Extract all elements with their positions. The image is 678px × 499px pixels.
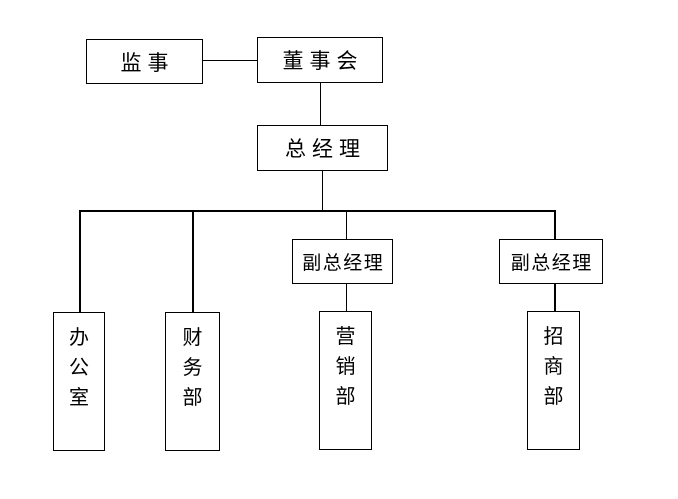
connector-branch-deputy-gm-1 — [345, 210, 347, 239]
connector-branch-deputy-gm-2 — [554, 210, 556, 239]
node-supervisor: 监事 — [86, 39, 203, 84]
node-finance-dept-label: 财务部 — [182, 327, 203, 409]
node-office: 办公室 — [53, 312, 105, 451]
node-deputy-gm-2: 副总经理 — [499, 239, 603, 284]
node-office-label: 办公室 — [69, 327, 89, 409]
connector-deputy2-investment — [554, 284, 556, 311]
node-deputy-gm-1-label: 副总经理 — [302, 253, 385, 274]
node-marketing-dept-label: 营销部 — [335, 326, 356, 408]
node-investment-dept-label: 招商部 — [543, 326, 564, 408]
connector-deputy1-marketing — [345, 284, 347, 311]
node-deputy-gm-2-label: 副总经理 — [510, 253, 593, 274]
node-general-manager-label: 总经理 — [285, 137, 366, 161]
connector-board-general-manager — [319, 83, 321, 125]
node-board-of-directors: 董事会 — [257, 37, 383, 83]
connector-branch-finance — [192, 210, 194, 312]
node-deputy-gm-1: 副总经理 — [292, 239, 393, 284]
node-finance-dept: 财务部 — [165, 312, 220, 451]
connector-branch-horizontal — [79, 210, 556, 212]
node-general-manager: 总经理 — [257, 125, 388, 171]
connector-general-manager-branch — [321, 171, 323, 210]
connector-branch-office — [79, 210, 81, 312]
connector-supervisor-board — [203, 59, 257, 61]
node-supervisor-label: 监事 — [120, 50, 175, 75]
node-board-label: 董事会 — [282, 49, 364, 73]
node-marketing-dept: 营销部 — [319, 311, 372, 450]
node-investment-dept: 招商部 — [527, 311, 580, 450]
